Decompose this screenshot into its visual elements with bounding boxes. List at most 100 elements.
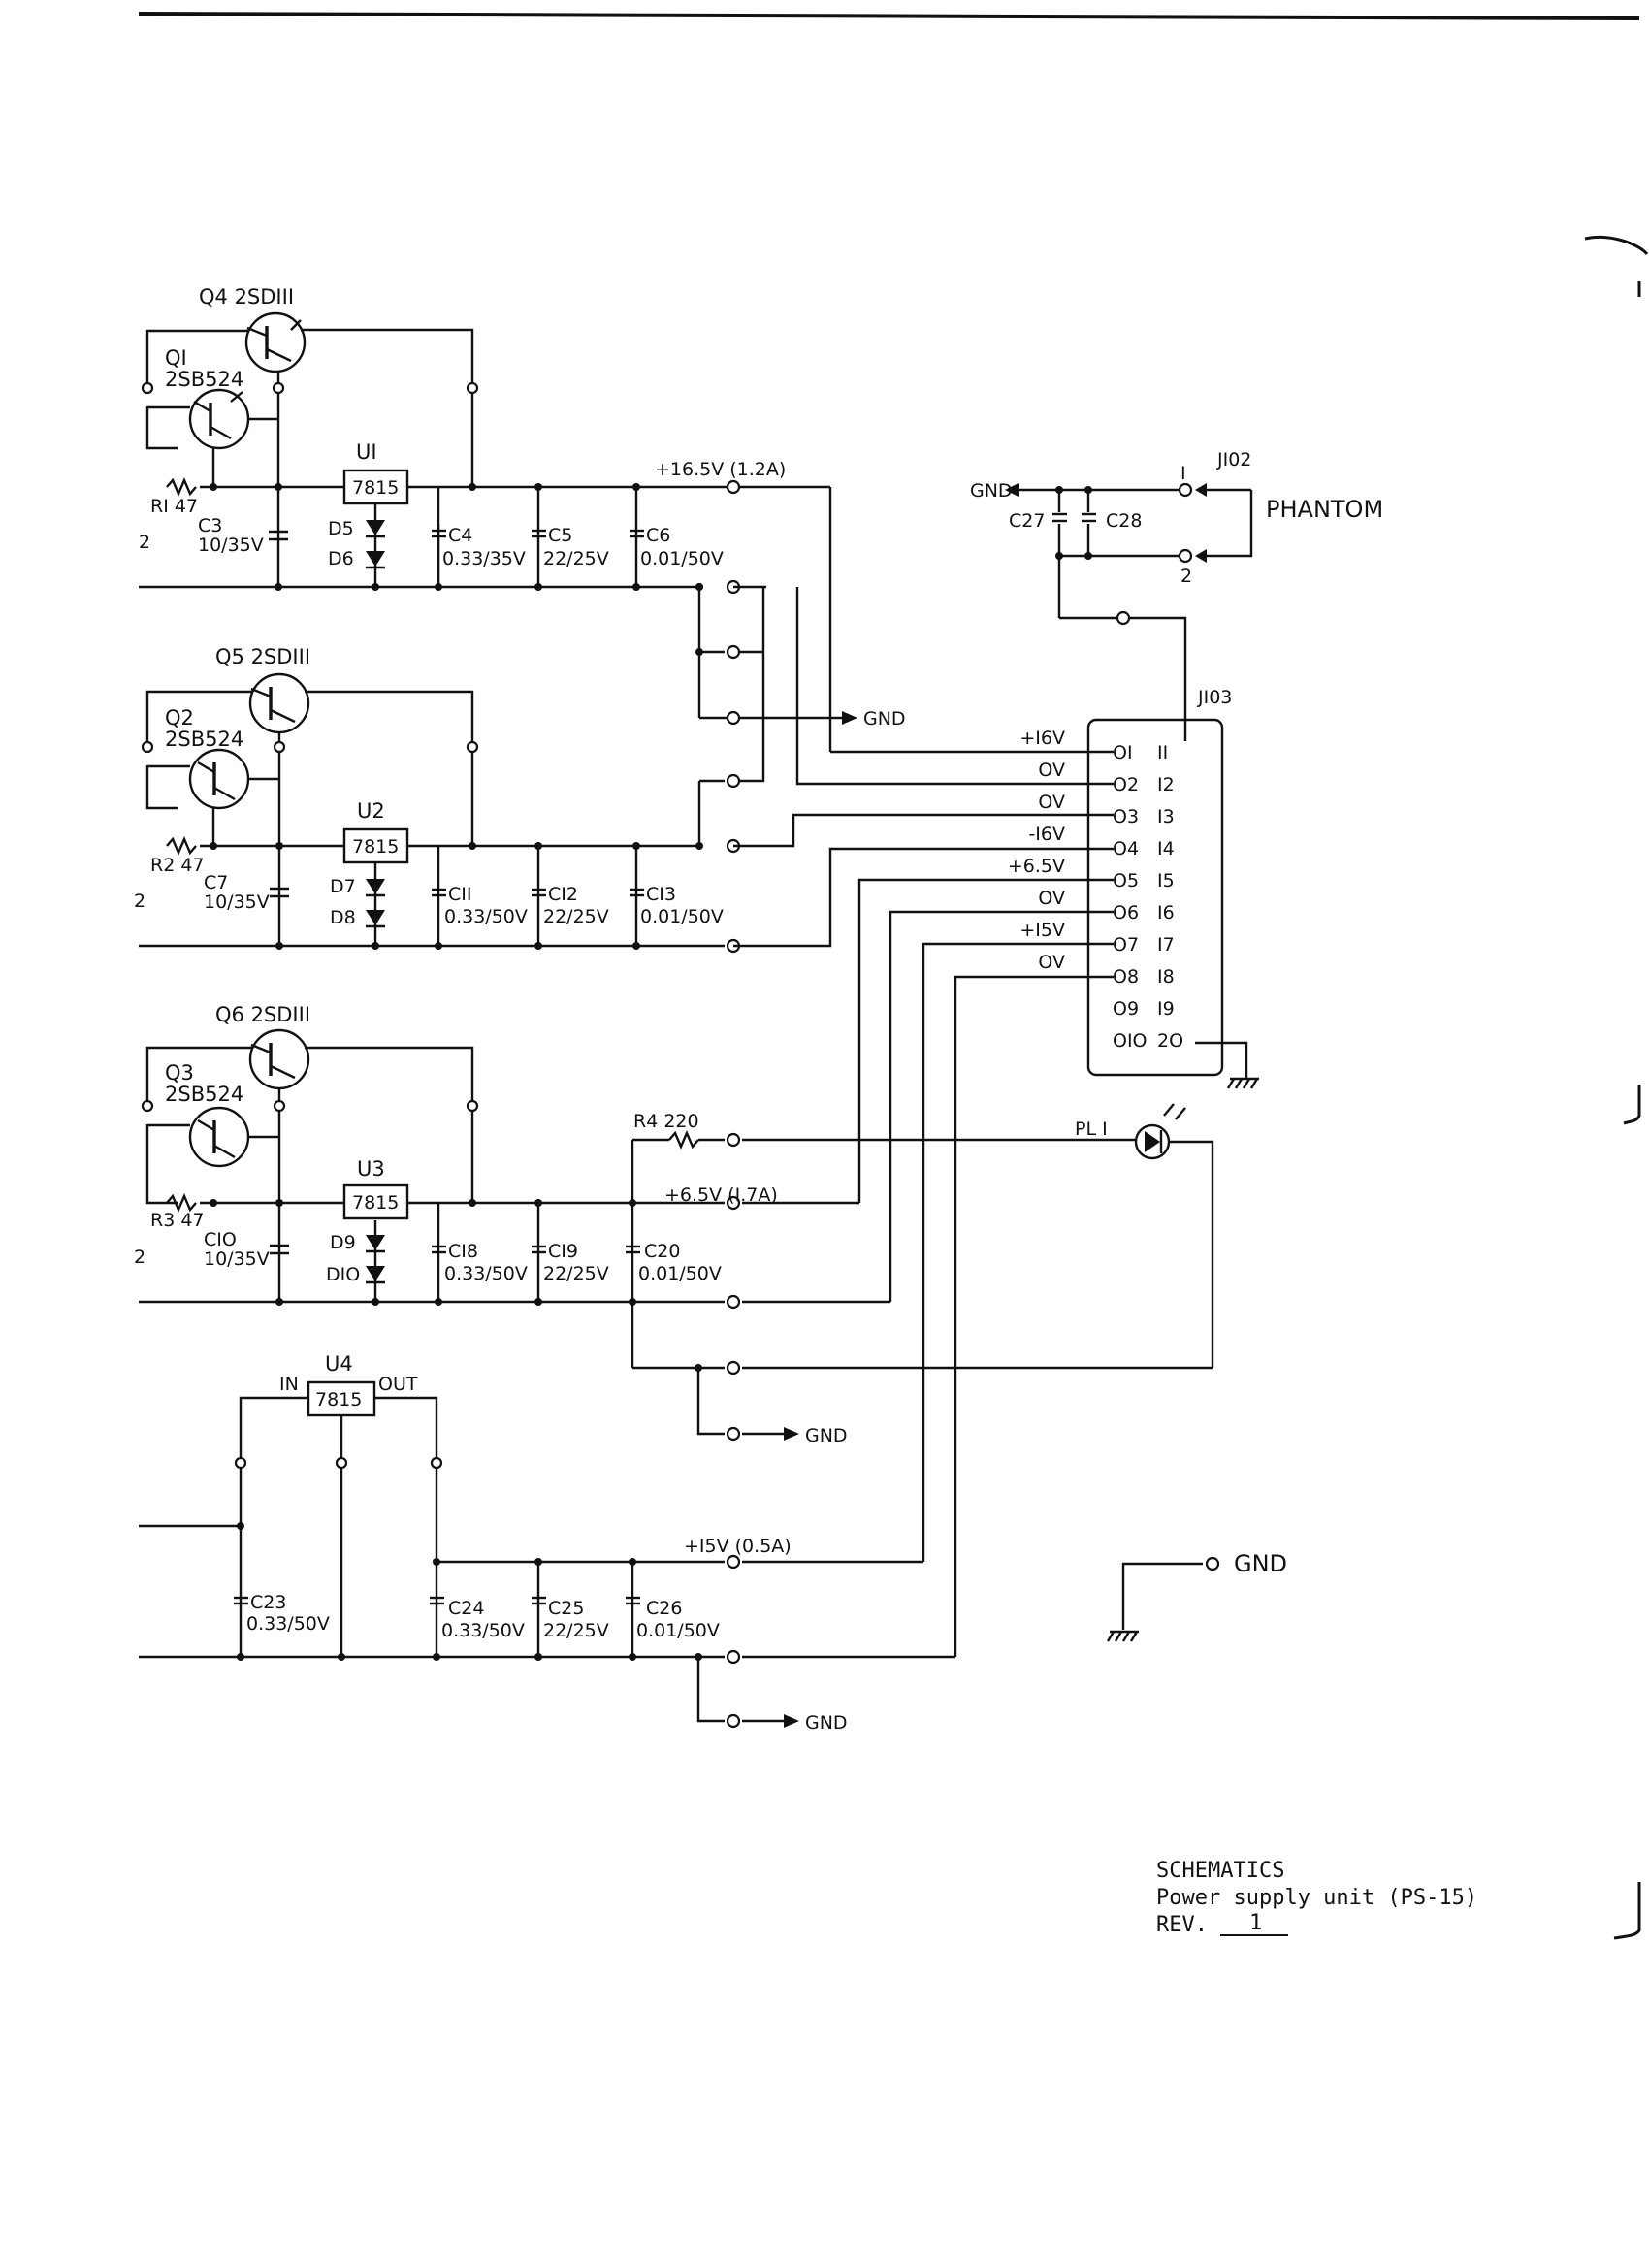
resistor-r1 — [166, 476, 197, 498]
gnd-label-2: GND — [805, 1425, 848, 1446]
u1-ref-label: UI — [356, 440, 377, 464]
diode-d10 — [366, 1266, 385, 1281]
edge-mark-3: 2 — [134, 1247, 146, 1268]
r3-label: R3 47 — [150, 1210, 205, 1231]
transistor-q3-symbol — [188, 1106, 250, 1168]
c12-val-label: 22/25V — [543, 906, 609, 927]
c6-ref-label: C6 — [646, 525, 670, 546]
c12-ref-label: CI2 — [548, 884, 578, 905]
output-6v5-label: +6.5V (I.7A) — [664, 1184, 778, 1206]
u4-out-label: OUT — [378, 1374, 418, 1395]
regulator-u1 — [342, 469, 409, 505]
c4-val-label: 0.33/35V — [442, 548, 526, 569]
d8-label: D8 — [330, 907, 356, 928]
c20-ref-label: C20 — [644, 1241, 680, 1262]
led-pl1-symbol — [1134, 1123, 1171, 1160]
j103-signal-label: OV — [1038, 792, 1065, 813]
transistor-q1-symbol — [188, 388, 250, 450]
r2-label: R2 47 — [150, 855, 205, 876]
c6-val-label: 0.01/50V — [640, 548, 724, 569]
rev-label: REV. — [1156, 1913, 1208, 1937]
j103-pin-right: I5 — [1157, 870, 1175, 891]
j102-pin2-label: 2 — [1180, 566, 1192, 587]
output-16v5-label: +16.5V (1.2A) — [655, 459, 786, 480]
j103-pin-left: O2 — [1113, 774, 1139, 795]
j103-pin-right: I6 — [1157, 902, 1175, 923]
j103-pin-left: O6 — [1113, 902, 1139, 923]
q1-part-label: 2SB524 — [165, 368, 243, 391]
labels: Q4 2SDIII QI 2SB524 RI 47 C3 10/35V UI 7… — [134, 285, 1477, 1937]
resistor-r4 — [668, 1129, 699, 1150]
chassis-ground — [1106, 1556, 1220, 1642]
c7-val-label: 10/35V — [204, 891, 270, 913]
u4-ref-label: U4 — [325, 1352, 353, 1376]
j103-pin-left: O9 — [1113, 998, 1139, 1020]
c23-ref-label: C23 — [250, 1592, 286, 1613]
j103-pin-left: O8 — [1113, 966, 1139, 988]
phantom-label: PHANTOM — [1266, 496, 1383, 523]
sheet-subtitle: Power supply unit (PS-15) — [1156, 1886, 1477, 1910]
c26-val-label: 0.01/50V — [636, 1620, 720, 1641]
u2-part-label: 7815 — [352, 836, 399, 858]
j103-signal-label: -I6V — [1028, 824, 1065, 845]
d9-label: D9 — [330, 1232, 356, 1253]
regulator-u2 — [342, 827, 409, 864]
gnd-label-5: GND — [1234, 1550, 1287, 1577]
c5-ref-label: C5 — [548, 525, 572, 546]
stage-4 — [139, 942, 1114, 1729]
regulator-u3 — [342, 1183, 409, 1220]
q3-part-label: 2SB524 — [165, 1083, 243, 1106]
j103-pin-left: O7 — [1113, 934, 1139, 956]
c23-val-label: 0.33/50V — [246, 1613, 330, 1635]
c27-label: C27 — [1009, 510, 1045, 532]
gnd-label-3: GND — [805, 1712, 848, 1733]
c19-ref-label: CI9 — [548, 1241, 578, 1262]
q2-part-label: 2SB524 — [165, 728, 243, 751]
j103-signal-label: OV — [1038, 888, 1065, 909]
j103-pin-right: I9 — [1157, 998, 1175, 1020]
j103-pin-right: 2O — [1157, 1030, 1183, 1052]
c18-val-label: 0.33/50V — [444, 1263, 528, 1284]
transistor-q2-symbol — [188, 748, 250, 810]
diode-d6 — [366, 551, 385, 567]
u4-in-label: IN — [279, 1374, 299, 1395]
sheet-title: SCHEMATICS — [1156, 1859, 1284, 1883]
q2-ref-label: Q2 — [165, 706, 194, 729]
c19-val-label: 22/25V — [543, 1263, 609, 1284]
c4-ref-label: C4 — [448, 525, 472, 546]
j102-pin1-label: I — [1180, 463, 1186, 484]
j102-ref-label: JI02 — [1216, 449, 1251, 470]
connector-j102 — [1005, 482, 1253, 741]
diode-d9 — [366, 1235, 385, 1250]
j103-pin-right: I3 — [1157, 806, 1175, 827]
r1-label: RI 47 — [150, 496, 198, 517]
j103-signal-label: OV — [1038, 952, 1065, 973]
diode-d8 — [366, 910, 385, 925]
q5-label: Q5 2SDIII — [215, 645, 310, 668]
c5-val-label: 22/25V — [543, 548, 609, 569]
c11-val-label: 0.33/50V — [444, 906, 528, 927]
c3-ref-label: C3 — [198, 515, 222, 536]
q4-label: Q4 2SDIII — [199, 285, 294, 308]
output-15v-label: +I5V (0.5A) — [684, 1536, 792, 1557]
transistor-q6-symbol — [248, 1028, 310, 1090]
j103-pin-left: O5 — [1113, 870, 1139, 891]
transistor-q4-symbol — [244, 311, 307, 373]
c25-ref-label: C25 — [548, 1598, 584, 1619]
u2-ref-label: U2 — [357, 799, 385, 823]
j103-signal-label: +I6V — [1019, 728, 1065, 749]
d6-label: D6 — [328, 548, 354, 569]
j103-pin-right: I8 — [1157, 966, 1175, 988]
edge-mark-1: 2 — [139, 532, 150, 553]
edge-mark-2: 2 — [134, 891, 146, 912]
stage-3 — [139, 878, 1214, 1442]
transistor-q5-symbol — [248, 672, 310, 734]
c13-val-label: 0.01/50V — [640, 906, 724, 927]
ground-bus-upper — [695, 583, 1114, 948]
c7-ref-label: C7 — [204, 872, 228, 893]
diode-d7 — [366, 879, 385, 894]
c18-ref-label: CI8 — [448, 1241, 478, 1262]
q1-ref-label: QI — [165, 346, 187, 370]
